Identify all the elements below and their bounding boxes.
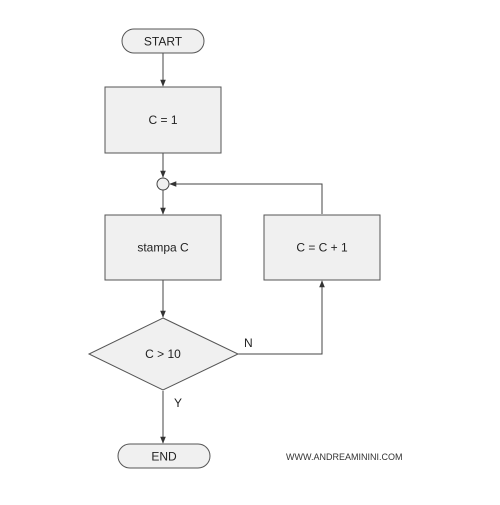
increment-label: C = C + 1 <box>296 241 348 255</box>
edge-decision-no-to-increment <box>238 280 325 355</box>
edge-label-yes: Y <box>174 396 182 410</box>
watermark-text: WWW.ANDREAMININI.COM <box>286 452 403 462</box>
edge-increment-to-junction <box>169 181 323 214</box>
end-label: END <box>151 450 177 464</box>
loop-junction <box>156 177 170 191</box>
edge-label-no: N <box>244 336 253 350</box>
init-label: C = 1 <box>148 113 177 127</box>
decision-node: C > 10 <box>87 317 240 391</box>
print-process-node: stampa C <box>104 214 222 281</box>
init-process-node: C = 1 <box>104 86 222 154</box>
end-node: END <box>117 443 211 469</box>
start-label: START <box>144 35 183 49</box>
print-label: stampa C <box>137 241 189 255</box>
increment-process-node: C = C + 1 <box>263 214 381 281</box>
start-node: START <box>121 28 205 54</box>
decision-label: C > 10 <box>145 347 181 361</box>
